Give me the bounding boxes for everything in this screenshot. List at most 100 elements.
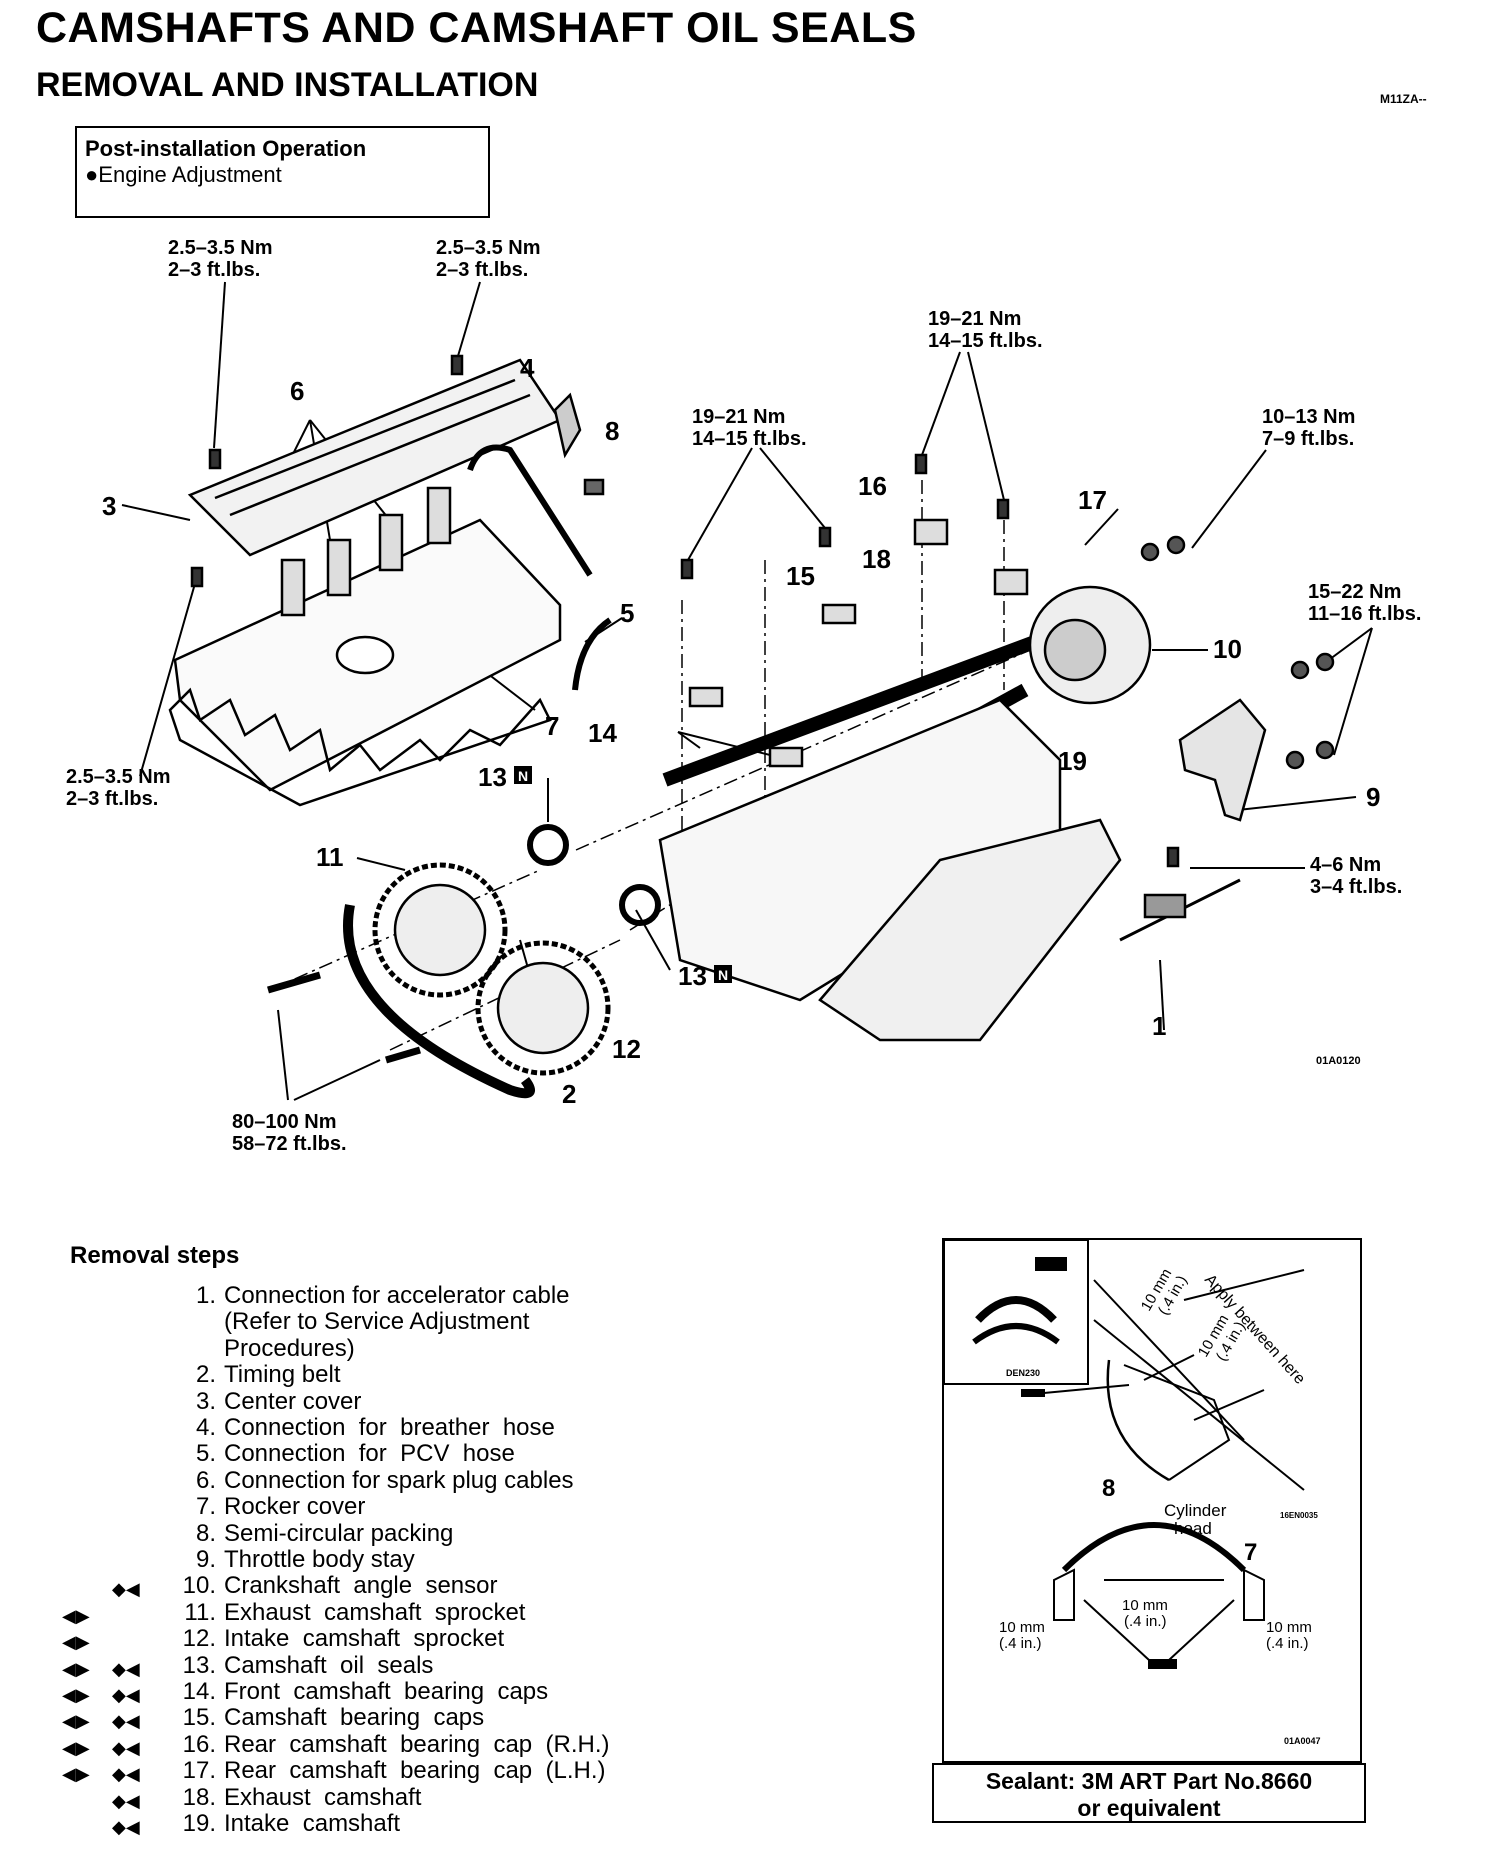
step-number: 1. [195, 1282, 216, 1309]
part-7-label: 7 [1244, 1539, 1257, 1566]
callout-6: 6 [290, 376, 304, 406]
step-text: Throttle body stay [224, 1546, 415, 1573]
dim-l: 10 mm [999, 1619, 1045, 1636]
post-installation-heading: Post-installation Operation [85, 136, 367, 161]
removal-step: 8.Semi-circular packing [178, 1519, 454, 1547]
step-number: 12. [182, 1625, 216, 1653]
removal-step: 4.Connection for breather hose [178, 1415, 555, 1441]
step-text: Center cover [224, 1387, 362, 1415]
step-text: Rear camshaft bearing cap (R.H.) [224, 1730, 610, 1758]
removal-step: 16. Rear camshaft bearing cap (R.H.) [178, 1730, 610, 1758]
dim-l-in: (.4 in.) [999, 1635, 1042, 1652]
callout-7: 7 [545, 711, 559, 741]
removal-marker: ◀▶ [62, 1711, 90, 1732]
cylinder-label: Cylinder [1164, 1501, 1227, 1520]
callout-16: 16 [858, 471, 887, 501]
section-code: M11ZA-- [1380, 92, 1427, 106]
step-number: 6. [195, 1466, 216, 1494]
torque-nm: 2.5–3.5 Nm [66, 766, 171, 788]
callout-13-new-part: 13 N [678, 961, 732, 991]
step-text: Front camshaft bearing caps [224, 1678, 549, 1705]
step-text: Intake camshaft sprocket [224, 1625, 505, 1653]
svg-text:N: N [518, 768, 528, 784]
torque-label: 2.5–3.5 Nm 2–3 ft.lbs. [168, 237, 273, 281]
torque-ft: 2–3 ft.lbs. [168, 259, 260, 281]
torque-nm: 19–21 Nm [928, 308, 1021, 330]
step-number: 18. [182, 1783, 216, 1811]
removal-steps-heading: Removal steps [70, 1242, 240, 1269]
step-text: (Refer to Service Adjustment [224, 1308, 530, 1336]
step-text: Rear camshaft bearing cap (L.H.) [224, 1757, 606, 1785]
step-number: 16. [182, 1730, 216, 1758]
installation-marker: ◆◀ [112, 1817, 140, 1837]
torque-nm: 19–21 Nm [692, 406, 785, 428]
step-text: Rocker cover [224, 1493, 366, 1521]
post-installation-item: ●Engine Adjustment [85, 162, 282, 187]
step-number: 3. [195, 1387, 216, 1415]
sealant-line-1: Sealant: 3M ART Part No.8660 [985, 1768, 1313, 1794]
torque-label: 2.5–3.5 Nm 2–3 ft.lbs. [436, 237, 541, 281]
torque-ft: 14–15 ft.lbs. [928, 330, 1043, 352]
removal-marker: ◀▶ [62, 1737, 90, 1758]
installation-marker: ◆◀ [112, 1658, 140, 1679]
step-number: 2. [195, 1361, 216, 1389]
torque-nm: 80–100 Nm [232, 1111, 337, 1133]
removal-step: 18. Exhaust camshaft [178, 1783, 422, 1811]
step-text: Exhaust camshaft [224, 1783, 422, 1811]
installation-marker: ◆◀ [112, 1711, 140, 1732]
torque-ft: 3–4 ft.lbs. [1310, 876, 1402, 898]
torque-nm: 2.5–3.5 Nm [168, 237, 273, 259]
callout-13: 13 [478, 762, 507, 792]
installation-marker: ◆◀ [112, 1764, 140, 1785]
removal-step: 6.Connection for spark plug cables [178, 1466, 574, 1494]
step-number: 14. [182, 1678, 216, 1705]
sealant-figure: DEN230 Apply between here 10 mm (.4 in.)… [942, 1238, 1362, 1763]
callout-13: 13 [678, 961, 707, 991]
torque-label: 4–6 Nm 3–4 ft.lbs. [1310, 854, 1402, 898]
step-number: 5. [195, 1440, 216, 1468]
engine-parts [168, 354, 1335, 1099]
removal-step: 5. Connection for PCV hose [178, 1441, 515, 1467]
callout-8: 8 [605, 416, 619, 446]
dim-r-in: (.4 in.) [1266, 1635, 1309, 1652]
torque-label: 15–22 Nm 11–16 ft.lbs. [1308, 581, 1421, 625]
step-text: Procedures) [224, 1334, 355, 1362]
torque-label: 2.5–3.5 Nm 2–3 ft.lbs. [66, 766, 171, 810]
torque-ft: 58–72 ft.lbs. [232, 1133, 347, 1155]
callout-18: 18 [862, 544, 891, 574]
sealant-line-2: or equivalent [1077, 1795, 1221, 1821]
exploded-diagram: 2.5–3.5 Nm 2–3 ft.lbs. 2.5–3.5 Nm 2–3 ft… [66, 237, 1421, 1155]
torque-ft: 14–15 ft.lbs. [692, 428, 807, 450]
removal-marker: ◀▶ [62, 1605, 90, 1626]
removal-step: 2. Timing belt [178, 1361, 341, 1389]
callout-1: 1 [1152, 1011, 1166, 1041]
installation-marker: ◆◀ [112, 1579, 140, 1600]
torque-nm: 15–22 Nm [1308, 581, 1401, 603]
callout-17: 17 [1078, 485, 1107, 515]
removal-step: 11.Exhaust camshaft sprocket [178, 1598, 525, 1626]
callout-19: 19 [1058, 746, 1087, 776]
step-text: Camshaft bearing caps [224, 1704, 485, 1732]
removal-step: 7. Rocker cover [178, 1494, 365, 1520]
callout-10: 10 [1213, 634, 1242, 664]
step-text: Connection for PCV hose [224, 1440, 515, 1468]
step-number: 11. [184, 1598, 216, 1626]
step-number: 7. [195, 1493, 216, 1521]
callout-11: 11 [316, 842, 344, 872]
step-text: Semi-circular packing [224, 1519, 454, 1547]
removal-step: 12. Intake camshaft sprocket [178, 1625, 505, 1653]
callout-2: 2 [562, 1079, 576, 1109]
code-01a: 01A0047 [1284, 1736, 1321, 1746]
step-number: 4. [195, 1414, 216, 1441]
torque-label: 19–21 Nm 14–15 ft.lbs. [692, 406, 807, 450]
removal-step: 13.Camshaft oil seals [178, 1652, 434, 1679]
torque-ft: 2–3 ft.lbs. [66, 788, 158, 810]
removal-step: (Refer to Service Adjustment [178, 1309, 529, 1335]
removal-marker: ◀▶ [62, 1764, 90, 1785]
step-text: Timing belt [224, 1361, 341, 1389]
svg-text:N: N [718, 967, 728, 983]
torque-nm: 2.5–3.5 Nm [436, 237, 541, 259]
removal-step: Procedures) [178, 1334, 355, 1362]
dim-c-in: (.4 in.) [1124, 1613, 1167, 1630]
